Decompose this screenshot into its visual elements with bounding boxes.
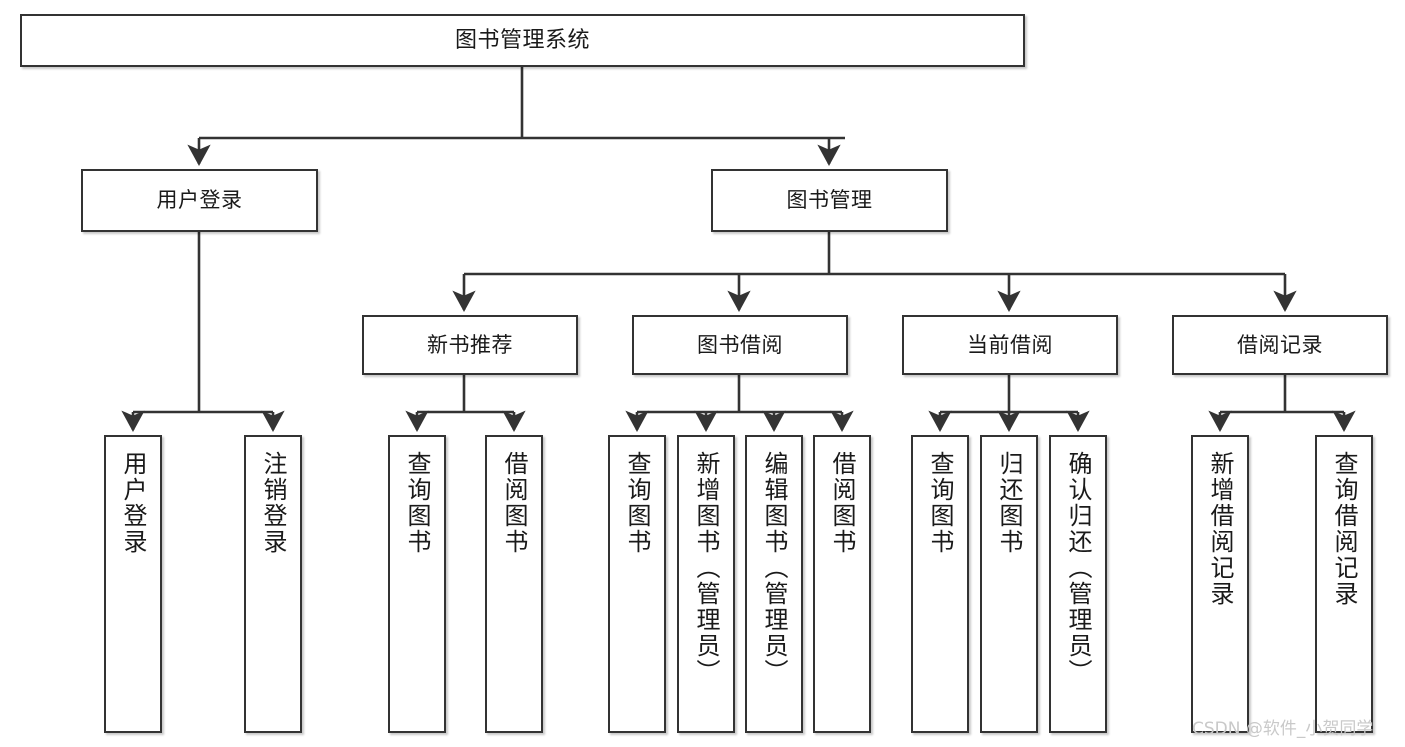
node-leaf-query-book-2[interactable]: 查询图书 (608, 435, 666, 733)
node-label: 借阅图书 (828, 451, 856, 555)
node-label: 查询图书 (926, 451, 954, 555)
node-leaf-return-book[interactable]: 归还图书 (980, 435, 1038, 733)
node-leaf-borrow-book-1[interactable]: 借阅图书 (485, 435, 543, 733)
node-user-login[interactable]: 用户登录 (81, 169, 318, 232)
node-label: 图书借阅 (697, 332, 783, 357)
node-leaf-confirm-return[interactable]: 确认归还（管理员） (1049, 435, 1107, 733)
node-label: 图书管理系统 (454, 27, 590, 53)
node-root-system[interactable]: 图书管理系统 (20, 14, 1025, 67)
node-label: 查询借阅记录 (1330, 451, 1358, 607)
node-current-borrow[interactable]: 当前借阅 (902, 315, 1118, 375)
node-label: 注销登录 (259, 451, 287, 555)
node-label: 新增借阅记录 (1206, 451, 1234, 607)
node-leaf-query-book-3[interactable]: 查询图书 (911, 435, 969, 733)
node-leaf-add-borrow-record[interactable]: 新增借阅记录 (1191, 435, 1249, 733)
node-leaf-query-book-1[interactable]: 查询图书 (388, 435, 446, 733)
node-leaf-query-borrow-record[interactable]: 查询借阅记录 (1315, 435, 1373, 733)
node-new-book-recommend[interactable]: 新书推荐 (362, 315, 578, 375)
node-label: 确认归还（管理员） (1064, 451, 1092, 685)
node-book-management[interactable]: 图书管理 (711, 169, 948, 232)
node-borrow-record[interactable]: 借阅记录 (1172, 315, 1388, 375)
node-label: 借阅图书 (500, 451, 528, 555)
node-book-borrow[interactable]: 图书借阅 (632, 315, 848, 375)
node-label: 编辑图书（管理员） (760, 451, 788, 685)
node-leaf-add-book[interactable]: 新增图书（管理员） (677, 435, 735, 733)
node-label: 查询图书 (403, 451, 431, 555)
node-leaf-user-login[interactable]: 用户登录 (104, 435, 162, 733)
node-label: 借阅记录 (1237, 332, 1323, 357)
node-leaf-borrow-book-2[interactable]: 借阅图书 (813, 435, 871, 733)
node-label: 查询图书 (623, 451, 651, 555)
node-label: 用户登录 (156, 188, 243, 213)
node-leaf-logout-login[interactable]: 注销登录 (244, 435, 302, 733)
node-label: 当前借阅 (967, 332, 1053, 357)
node-label: 新书推荐 (427, 332, 513, 357)
csdn-watermark: CSDN @软件_小贺同学 (1192, 719, 1374, 739)
node-label: 新增图书（管理员） (692, 451, 720, 685)
node-label: 用户登录 (119, 451, 147, 555)
node-label: 归还图书 (995, 451, 1023, 555)
node-leaf-edit-book[interactable]: 编辑图书（管理员） (745, 435, 803, 733)
node-label: 图书管理 (786, 188, 873, 213)
